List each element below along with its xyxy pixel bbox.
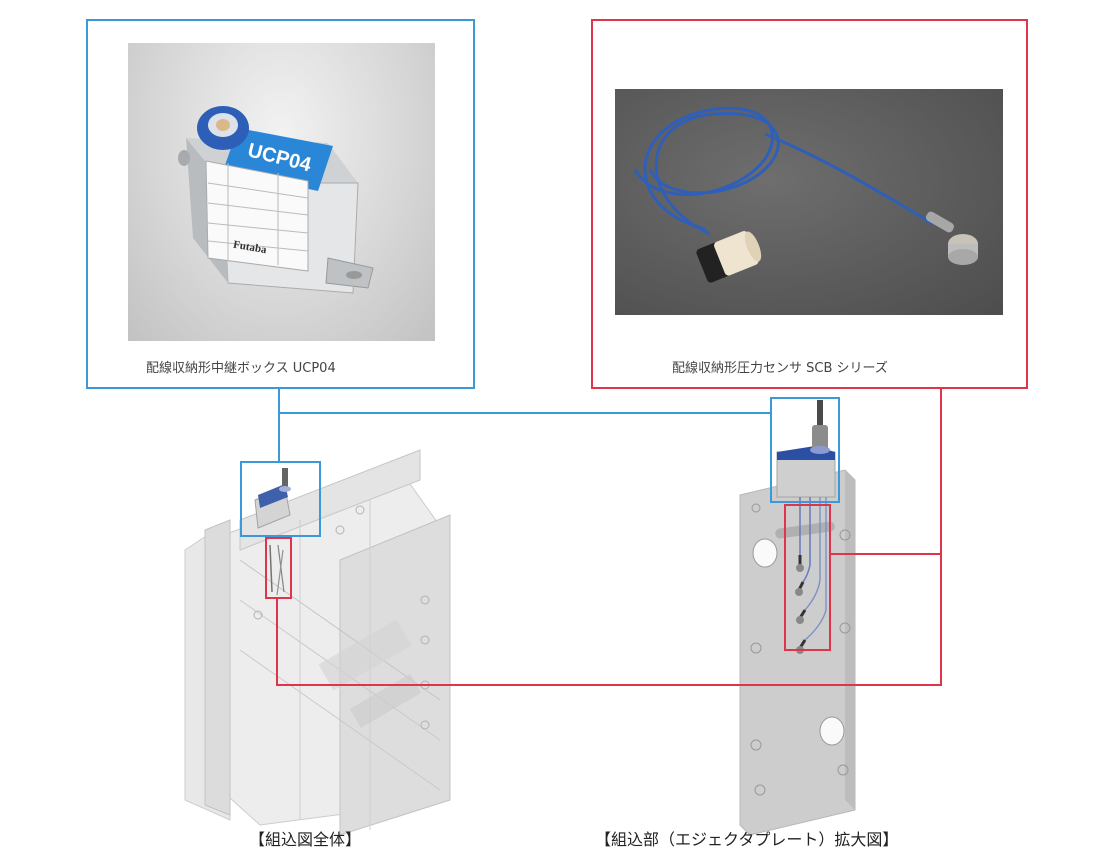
relay-box-highlight-plate xyxy=(770,397,840,503)
relay-box-photo: UCP04 Futaba xyxy=(128,43,435,341)
mold-assembly-drawing xyxy=(184,449,451,836)
red-connector-lines xyxy=(276,388,942,686)
pressure-sensor-panel: 配線収納形圧力センサ SCB シリーズ xyxy=(591,19,1028,389)
sensor-highlight-assembly xyxy=(265,537,292,599)
sensor-highlight-plate xyxy=(784,504,831,651)
full-assembly-title: 【組込図全体】 xyxy=(249,830,362,849)
blue-connector-lines xyxy=(278,388,771,462)
relay-box-caption: 配線収納形中継ボックス UCP04 xyxy=(146,361,336,376)
relay-box-highlight-assembly xyxy=(240,461,321,537)
relay-box-brand-text: Futaba xyxy=(232,239,268,257)
ejector-plate-drawing xyxy=(739,400,856,836)
pressure-sensor-photo xyxy=(615,89,1003,315)
relay-box-panel: UCP04 Futaba 配線収納形中継ボックス UCP04 xyxy=(86,19,475,389)
pressure-sensor-caption: 配線収納形圧力センサ SCB シリーズ xyxy=(672,361,888,376)
ejector-plate-title: 【組込部（エジェクタプレート）拡大図】 xyxy=(595,830,899,849)
